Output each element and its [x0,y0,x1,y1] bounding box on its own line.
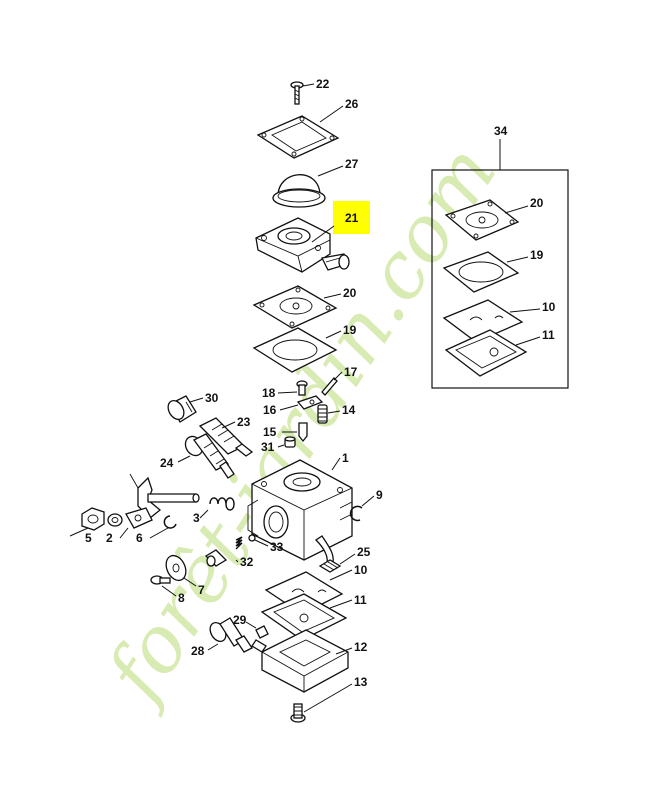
throttle-disc-7: 7 [165,554,205,597]
pin-17: 17 [321,365,358,396]
label-32: 32 [240,555,254,569]
kit-gasket-11: 11 [444,328,555,377]
throttle-lever-2: 2 [106,507,153,545]
ball-33: 33 [248,534,284,554]
label-30: 30 [205,391,219,405]
label-23: 23 [237,415,251,429]
label-24: 24 [160,456,174,470]
label-29: 29 [233,613,247,627]
label-25: 25 [357,545,371,559]
gasket-19: 19 [252,323,357,373]
label-20: 20 [343,286,357,300]
label-1: 1 [342,451,349,465]
label-19-kit: 19 [530,248,544,262]
label-19: 19 [343,323,357,337]
label-11: 11 [354,593,367,607]
cap-31: 31 [261,436,296,454]
label-8: 8 [178,591,185,605]
label-10-kit: 10 [542,300,556,314]
label-12: 12 [354,640,368,654]
kit-gasket-20: 20 [444,196,544,241]
screw-18: 18 [262,380,308,400]
label-27: 27 [345,157,359,171]
highlight-box-21 [333,201,370,234]
label-11-kit: 11 [542,328,555,342]
cover-12: 12 [251,629,368,693]
label-21: 21 [345,211,359,225]
lever-16: 16 [263,395,324,417]
connector-28: 28 [191,617,253,658]
label-26: 26 [345,97,359,111]
kit-diaphragm-10: 10 [442,299,556,343]
label-10: 10 [354,563,368,577]
label-9: 9 [376,488,383,502]
label-20-kit: 20 [530,196,544,210]
label-14: 14 [342,403,356,417]
label-31: 31 [261,440,275,454]
nut-5: 5 [69,507,105,545]
gasket-11: 11 [260,593,367,641]
label-5: 5 [85,531,92,545]
label-18: 18 [262,386,276,400]
label-17: 17 [344,365,358,379]
adjusting-screw-23: 23 [198,415,254,457]
kit-label: 34 [494,124,508,138]
spring-32: 32 [204,536,254,569]
label-33: 33 [270,540,284,554]
label-16: 16 [263,403,277,417]
label-2: 2 [106,531,113,545]
carburetor-body-1: 1 [247,451,353,567]
gasket-20: 20 [252,285,357,329]
cover-plate-26: 26 [256,97,359,159]
fitting-29: 29 [233,613,269,639]
label-13: 13 [354,675,368,689]
screw-8: 8 [150,575,185,605]
label-6: 6 [136,531,143,545]
kit-gasket-19: 19 [442,248,544,293]
clip-6: 6 [136,515,177,545]
screen-25: 25 [318,545,371,573]
label-7: 7 [198,583,205,597]
repair-kit-box: 34 20 19 10 [431,124,569,389]
label-15: 15 [263,425,277,439]
screw-13: 13 [290,675,368,723]
primer-bulb-27: 27 [272,157,359,208]
spring-3: 3 [193,497,235,525]
label-22: 22 [316,77,330,91]
clip-9: 9 [349,488,383,522]
spring-14: 14 [317,403,356,424]
pump-housing-21: 21 [255,201,370,273]
limiter-cap-30: 30 [167,391,219,423]
screw-22: 22 [290,77,330,105]
label-28: 28 [191,644,205,658]
throttle-shaft [129,473,200,519]
label-3: 3 [193,511,200,525]
washer [107,513,123,527]
needle-15: 15 [263,422,308,443]
adjusting-screw-24: 24 [160,433,235,479]
